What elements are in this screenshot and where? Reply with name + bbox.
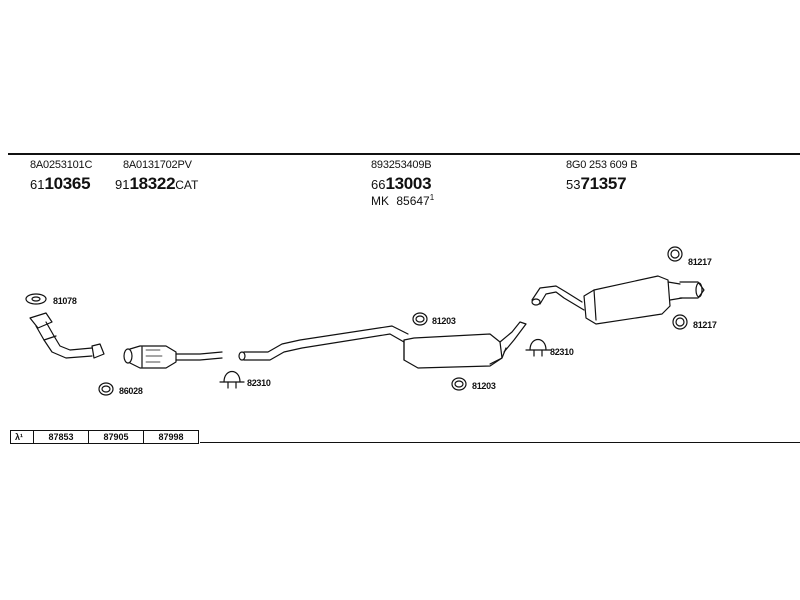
part-number-prefix: 91 [115,177,130,192]
clamp-front-icon [219,370,245,389]
rear-pipe-icon [531,285,585,311]
label-gasket-cat: 86028 [119,386,143,396]
label-ring-center-bottom: 81203 [472,381,496,391]
part-number-main: 13003 [385,174,432,193]
catalytic-converter-icon [123,345,223,369]
reference-number: 87853 [33,430,89,444]
reference-table: λ¹ 87853 87905 87998 [10,430,199,444]
part-number-suffix: CAT [175,178,199,192]
oe-number: 8A0253101C [30,159,93,171]
mounting-kit-superscript: 1 [429,193,435,202]
ring-rear-bottom-icon [672,314,688,330]
part-number: 6110365 [30,174,91,194]
part-number: 6613003 [371,174,432,194]
ring-rear-top-icon [667,246,683,262]
oe-number: 893253409B [371,159,432,171]
clamp-rear-icon [525,338,551,357]
front-pipe-icon [29,312,105,359]
part-number-main: 71357 [580,174,627,193]
part-number: 9118322CAT [115,174,198,194]
part-number-prefix: 53 [566,177,581,192]
gasket-front-icon [25,293,47,305]
part-number-prefix: 66 [371,177,386,192]
gasket-cat-icon [98,382,114,396]
oe-number: 8A0131702PV [123,159,192,171]
mounting-kit-number: 85647 [396,194,430,208]
label-clamp-front: 82310 [247,378,271,388]
mounting-kit-label: MK [371,194,389,208]
label-ring-rear-bottom: 81217 [693,320,717,330]
part-number-main: 10365 [44,174,91,193]
label-gasket-front: 81078 [53,296,77,306]
part-number-prefix: 61 [30,177,45,192]
oe-number: 8G0 253 609 B [566,159,638,171]
rear-muffler-icon [583,275,705,325]
part-number-main: 18322 [129,174,176,193]
reference-number: 87998 [143,430,199,444]
ring-center-bottom-icon [451,377,467,391]
label-ring-center-top: 81203 [432,316,456,326]
label-clamp-rear: 82310 [550,347,574,357]
lambda-symbol: λ¹ [10,430,34,444]
center-muffler-icon [403,321,527,369]
label-ring-rear-top: 81217 [688,257,712,267]
ring-center-top-icon [412,312,428,326]
middle-pipe-icon [238,325,409,361]
mounting-kit: MK 856471 [371,193,434,208]
reference-number: 87905 [88,430,144,444]
reference-row: λ¹ 87853 87905 87998 [10,430,199,444]
bottom-rule [200,442,800,443]
header-rule [8,153,800,155]
part-number: 5371357 [566,174,627,194]
